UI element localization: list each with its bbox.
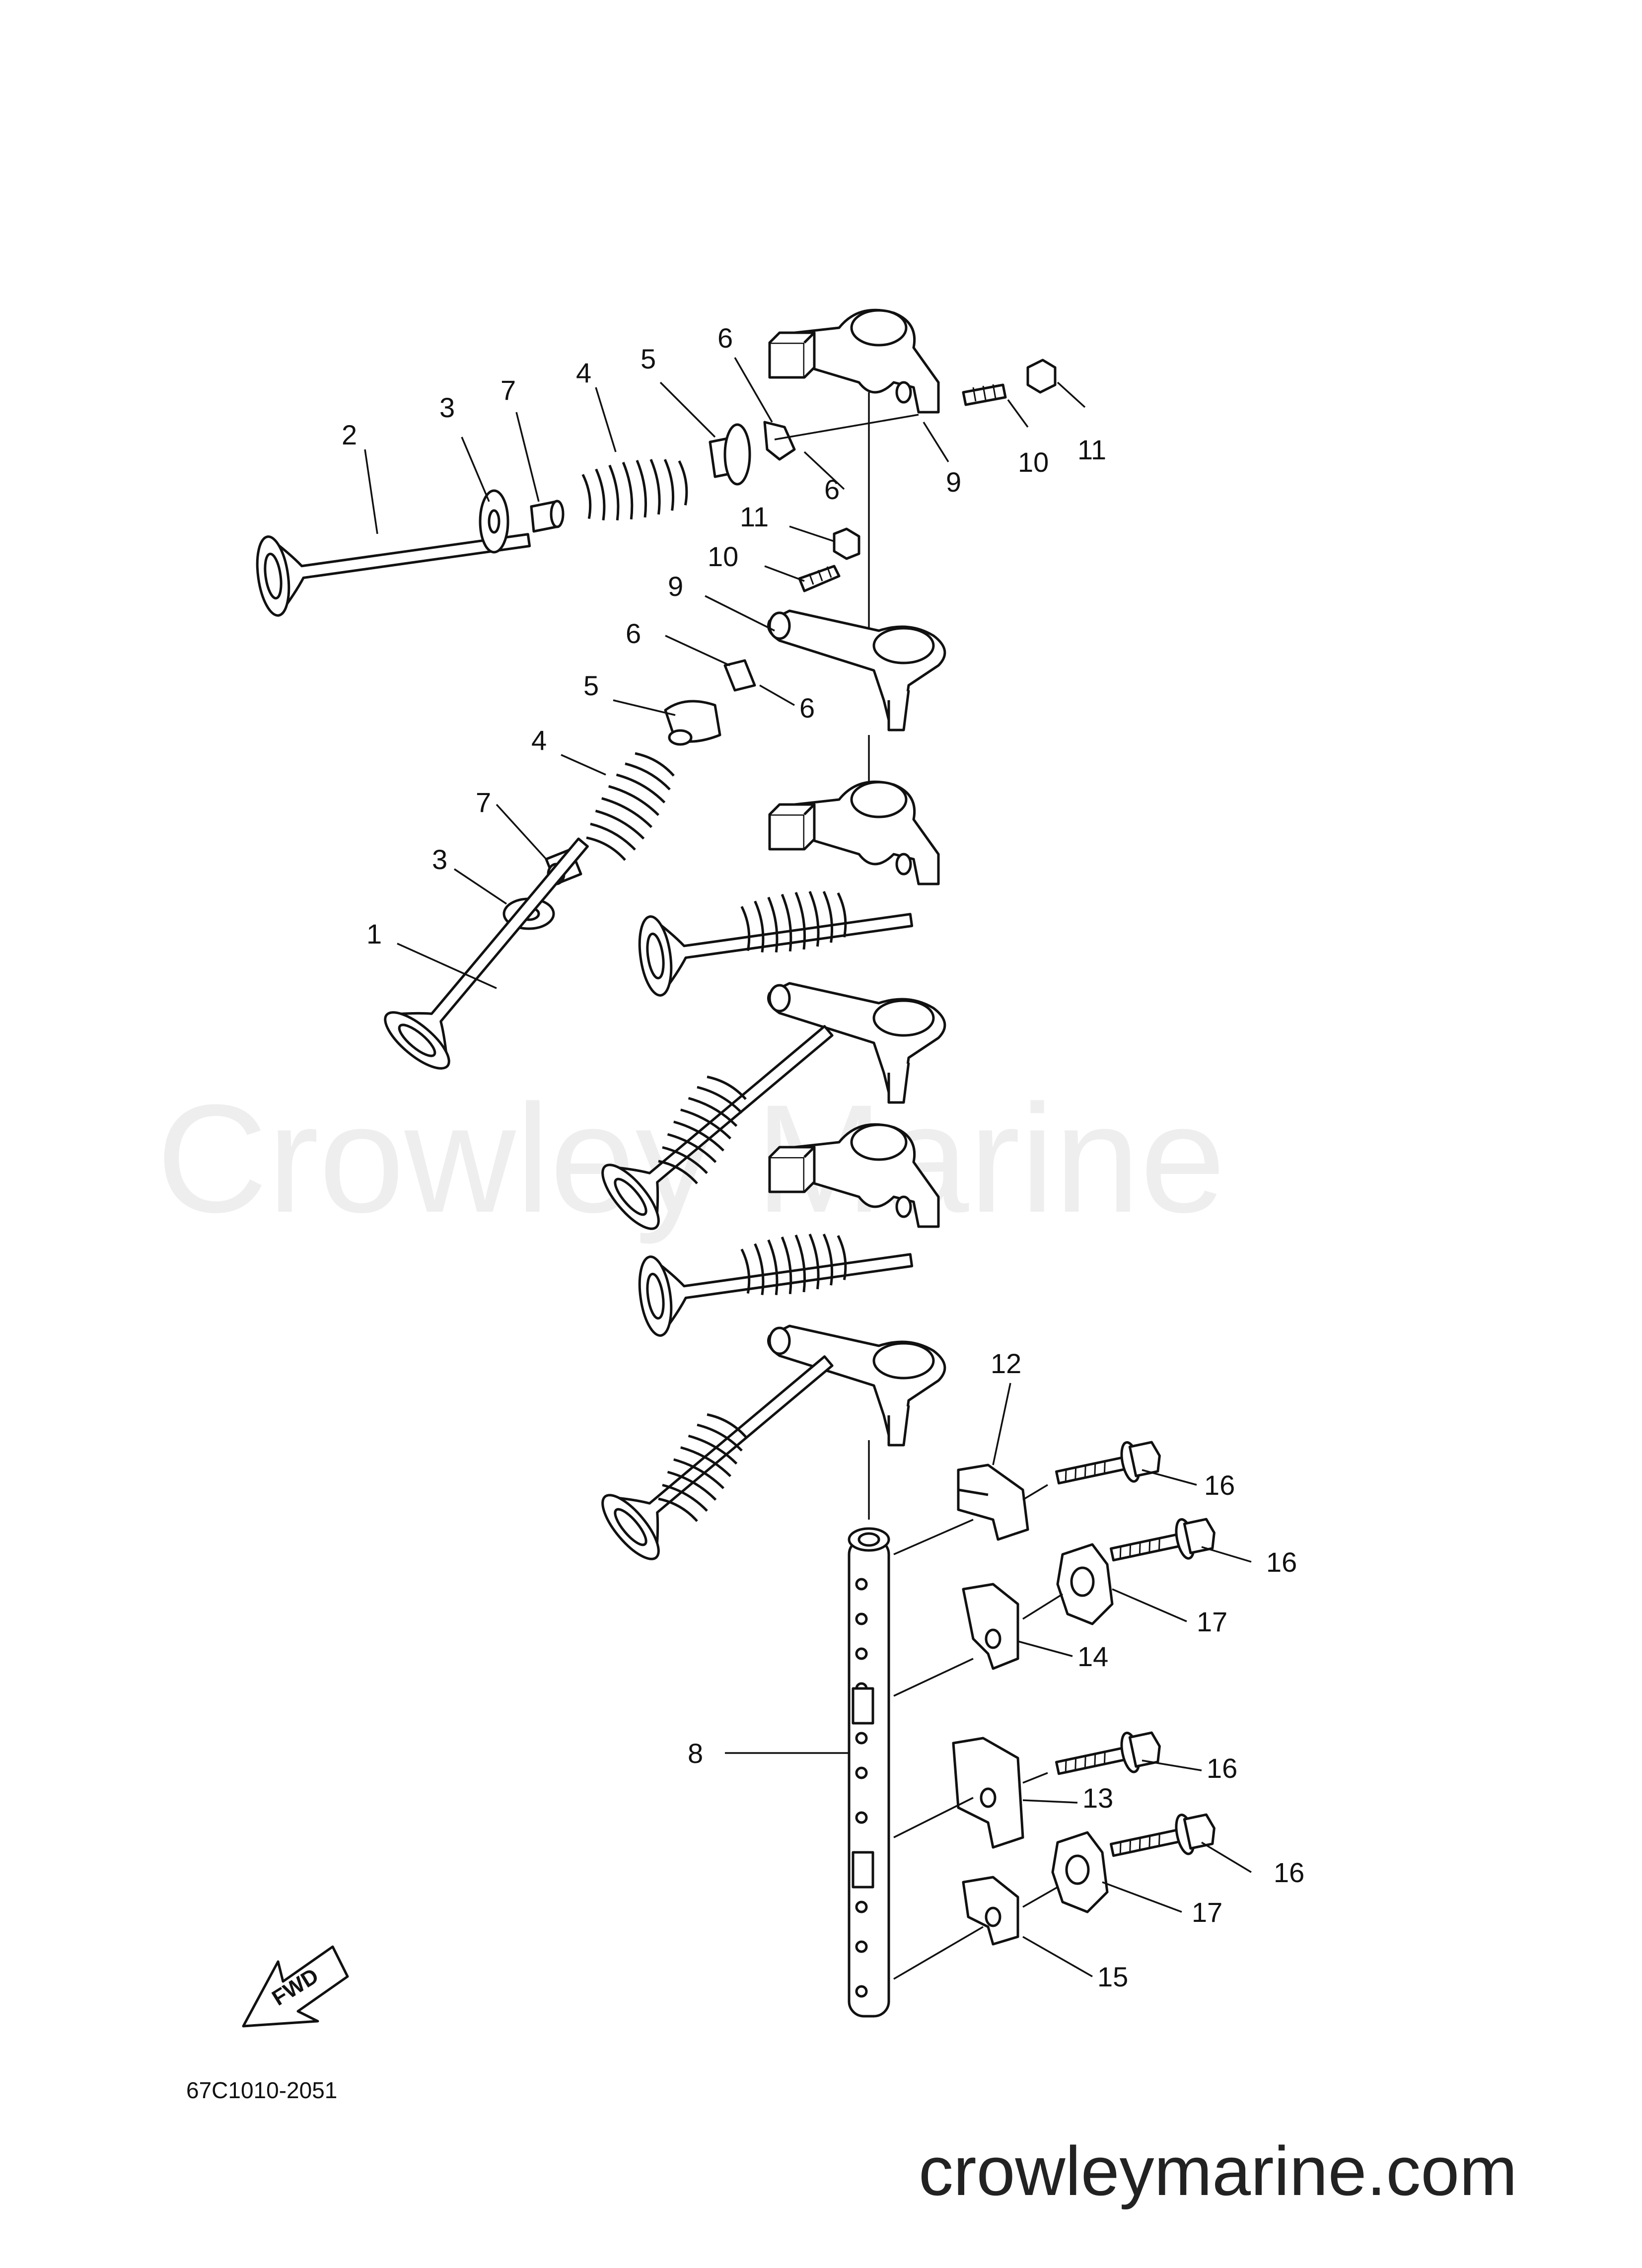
- callout-2: 2: [342, 419, 357, 450]
- valve-1: [377, 817, 613, 1077]
- bolt-16a: [1054, 1436, 1164, 1497]
- bracket-13: [952, 1737, 1024, 1849]
- callout-17: 17: [1192, 1897, 1222, 1928]
- callout-9: 9: [668, 571, 683, 602]
- rocker-arm-2: [769, 611, 945, 795]
- rocker-arm-3: [770, 782, 938, 884]
- callout-10: 10: [1018, 446, 1049, 478]
- spring-top: [582, 454, 690, 525]
- callout-14: 14: [1077, 1641, 1108, 1672]
- retainer-top: [709, 423, 751, 486]
- rocker-arm-6: [769, 1326, 945, 1520]
- callout-11: 11: [740, 501, 769, 532]
- bolt-16c: [1054, 1727, 1164, 1787]
- nut-2: [833, 527, 860, 560]
- callout-6: 6: [626, 618, 641, 649]
- nut-top: [1026, 359, 1057, 394]
- callout-5: 5: [641, 343, 656, 374]
- callout-16: 16: [1207, 1753, 1237, 1784]
- rocker-arm-upper: [770, 310, 938, 631]
- adjust-screw-2: [798, 565, 841, 592]
- bracket-12: [957, 1463, 1029, 1541]
- rocker-shaft: [848, 1527, 890, 2018]
- callout-7: 7: [476, 787, 491, 818]
- valve-3: [635, 880, 917, 997]
- valve-6: [594, 1330, 854, 1567]
- plate-17a: [1056, 1543, 1114, 1625]
- callout-7: 7: [500, 374, 516, 406]
- callout-6: 6: [717, 322, 733, 354]
- drawing-code: 67C1010-2051: [186, 2077, 337, 2103]
- callout-leaders: [364, 357, 1252, 1977]
- callout-4: 4: [576, 357, 591, 388]
- callout-8: 8: [688, 1738, 703, 1769]
- fwd-arrow-icon: FWD: [242, 1945, 349, 2028]
- cotter-2: [723, 659, 756, 692]
- callout-15: 15: [1097, 1961, 1128, 1992]
- callout-3: 3: [432, 844, 447, 875]
- callout-16: 16: [1274, 1857, 1304, 1888]
- callout-10: 10: [708, 541, 738, 572]
- callout-13: 13: [1082, 1782, 1113, 1814]
- callout-17: 17: [1197, 1606, 1227, 1637]
- bracket-14: [962, 1583, 1019, 1670]
- callout-1: 1: [366, 918, 382, 950]
- washer-top: [479, 489, 509, 554]
- callout-12: 12: [991, 1348, 1021, 1379]
- callout-3: 3: [439, 392, 455, 423]
- callout-4: 4: [531, 725, 547, 756]
- callout-6: 6: [824, 474, 840, 505]
- callout-11: 11: [1077, 434, 1106, 465]
- spring-2: [581, 747, 681, 863]
- bolt-16b: [1108, 1513, 1218, 1574]
- callout-5: 5: [583, 670, 599, 701]
- cotter-top: [763, 421, 796, 461]
- bracket-15: [962, 1876, 1019, 1946]
- seal-top: [530, 500, 565, 533]
- website-text: crowleymarine.com: [919, 2132, 1517, 2210]
- adjust-screw-top: [962, 383, 1007, 406]
- bolt-16d: [1108, 1809, 1218, 1869]
- callout-16: 16: [1204, 1469, 1235, 1501]
- callout-6: 6: [799, 692, 815, 724]
- callout-9: 9: [946, 466, 961, 498]
- callout-16: 16: [1266, 1546, 1297, 1578]
- retainer-2: [664, 700, 721, 746]
- plate-17b: [1051, 1831, 1109, 1913]
